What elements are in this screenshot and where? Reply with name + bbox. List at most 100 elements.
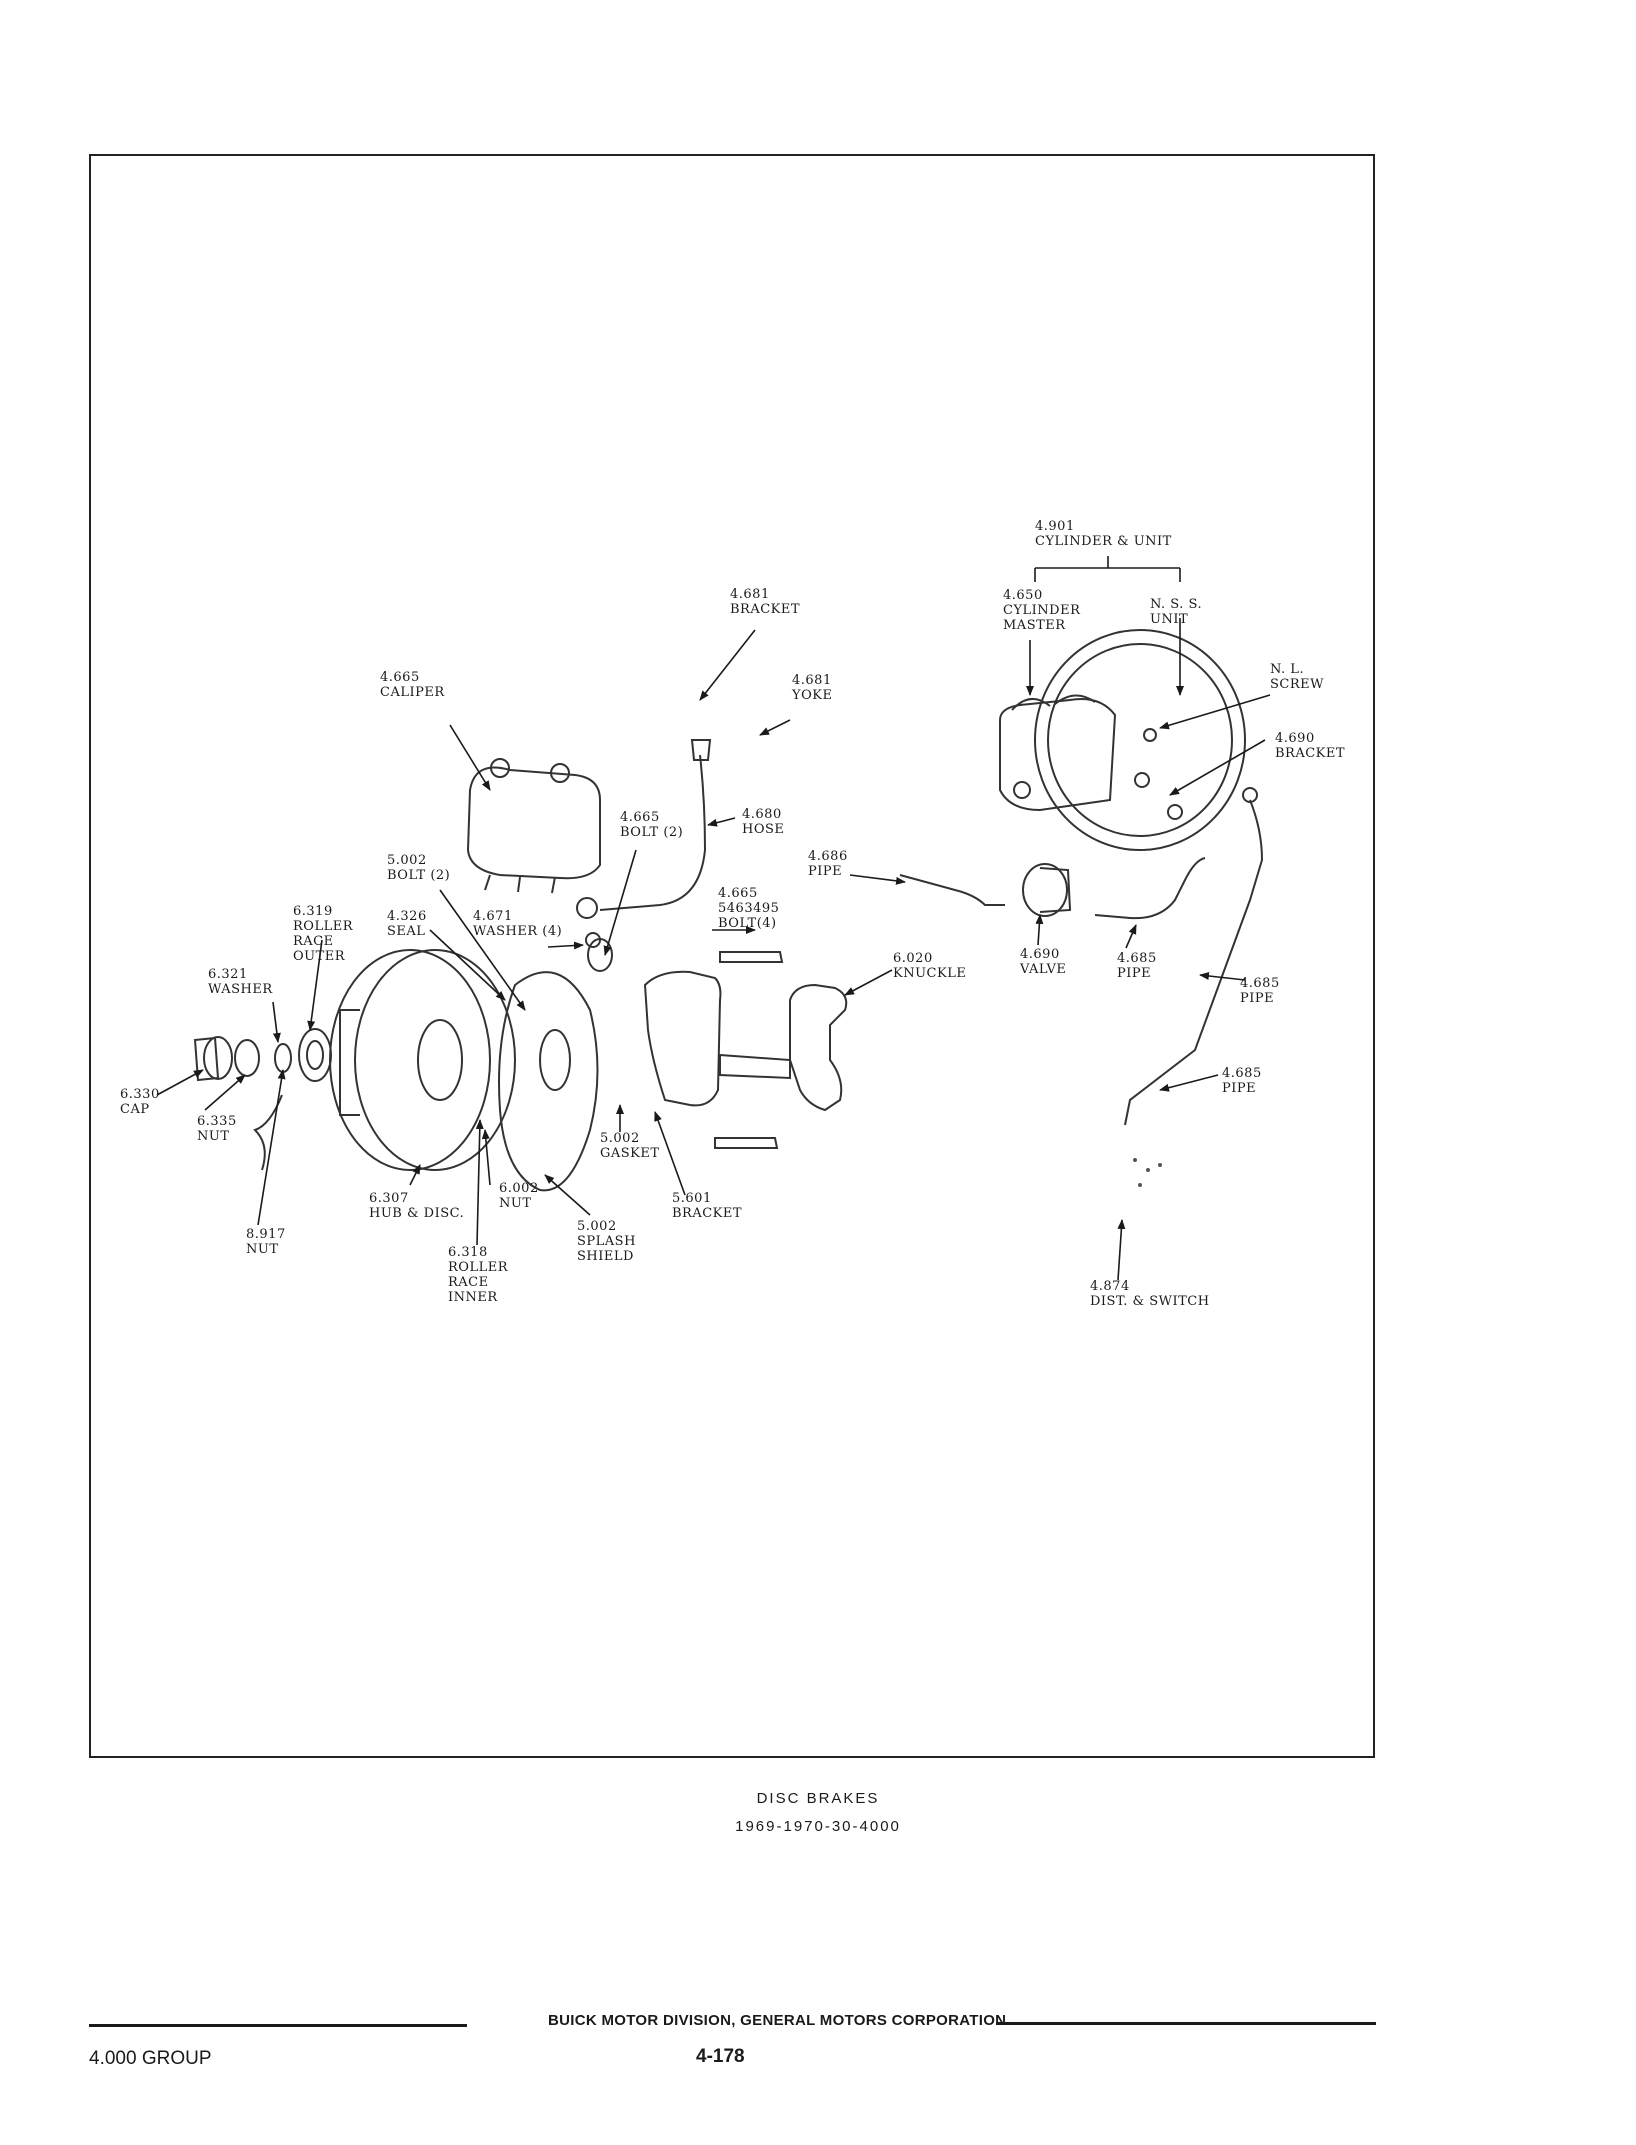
footer-rule-left	[89, 2024, 467, 2027]
label-line: PIPE	[1117, 966, 1151, 981]
label-line: 6.020	[893, 951, 933, 966]
label-line: BRACKET	[1275, 746, 1345, 761]
label-line: 6.335	[197, 1114, 237, 1129]
label-line: YOKE	[791, 688, 832, 703]
label-line: 4.650	[1003, 588, 1043, 603]
bolt-parts	[714, 951, 784, 1149]
label-line: 4.665	[620, 810, 660, 825]
label-line: INNER	[448, 1290, 498, 1305]
label-line: 5.601	[672, 1191, 712, 1206]
label-line: CALIPER	[380, 685, 445, 700]
label-line: 4.671	[473, 909, 513, 924]
label-line: GASKET	[600, 1146, 660, 1161]
label-line: 4.326	[387, 909, 427, 924]
label-line: UNIT	[1150, 612, 1188, 627]
label-line: WASHER (4)	[473, 924, 562, 939]
caption-title: DISC BRAKES	[756, 1790, 880, 1807]
label-line: 4.685	[1240, 976, 1280, 991]
label-line: 4.685	[1117, 951, 1157, 966]
label-line: 6.307	[369, 1191, 409, 1206]
label-line: 4.681	[792, 673, 832, 688]
label-line: VALVE	[1019, 962, 1066, 977]
label-line: NUT	[197, 1129, 230, 1144]
label-line: CAP	[120, 1102, 150, 1117]
master-cylinder-unit	[999, 629, 1258, 851]
footer-group: 4.000 GROUP	[89, 2048, 212, 2069]
diagram-frame	[89, 154, 1375, 1758]
label-line: ROLLER	[293, 919, 354, 934]
label-line: 5.002	[577, 1219, 617, 1234]
label-line: 6.321	[208, 967, 248, 982]
label-line: SCREW	[1270, 677, 1324, 692]
label-nss-unit: N. S. S.UNIT	[1150, 597, 1202, 627]
label-line: BOLT (2)	[387, 868, 450, 883]
label-line: ROLLER	[448, 1260, 509, 1275]
label-line: 6.002	[499, 1181, 539, 1196]
label-line: HUB & DISC.	[369, 1206, 464, 1221]
footer-rule-right	[996, 2022, 1376, 2025]
label-line: CYLINDER & UNIT	[1035, 534, 1172, 549]
label-line: PIPE	[1240, 991, 1274, 1006]
label-line: 5463495	[718, 901, 779, 916]
label-line: 5.002	[387, 853, 427, 868]
page-number: 4-178	[696, 2046, 745, 2067]
label-line: 6.319	[293, 904, 333, 919]
label-line: 4.680	[742, 807, 782, 822]
caliper-part	[466, 758, 601, 894]
label-line: RACE	[293, 934, 334, 949]
label-line: SHIELD	[577, 1249, 634, 1264]
label-line: HOSE	[742, 822, 784, 837]
caption-code: 1969-1970-30-4000	[735, 1818, 901, 1835]
label-line: BRACKET	[672, 1206, 742, 1221]
label-line: PIPE	[1222, 1081, 1256, 1096]
label-line: 8.917	[246, 1227, 286, 1242]
label-line: NUT	[246, 1242, 279, 1257]
valve-part	[1022, 857, 1206, 920]
label-line: PIPE	[808, 864, 842, 879]
label-line: 5.002	[600, 1131, 640, 1146]
label-line: KNUCKLE	[893, 966, 966, 981]
label-line: OUTER	[293, 949, 346, 964]
label-line: BOLT (2)	[620, 825, 683, 840]
label-line: SEAL	[387, 924, 425, 939]
bracket-5601	[643, 970, 722, 1107]
label-line: CYLINDER	[1003, 603, 1081, 618]
label-line: 6.330	[120, 1087, 160, 1102]
splash-shield-part	[498, 971, 599, 1192]
label-line: 4.686	[808, 849, 848, 864]
label-line: 4.665	[380, 670, 420, 685]
label-line: 4.690	[1275, 731, 1315, 746]
label-line: 4.681	[730, 587, 770, 602]
knuckle-part	[719, 983, 848, 1112]
label-line: 6.318	[448, 1245, 488, 1260]
label-line: WASHER	[208, 982, 273, 997]
footer-company: BUICK MOTOR DIVISION, GENERAL MOTORS COR…	[548, 2012, 1007, 2029]
label-line: N. L.	[1270, 662, 1304, 677]
